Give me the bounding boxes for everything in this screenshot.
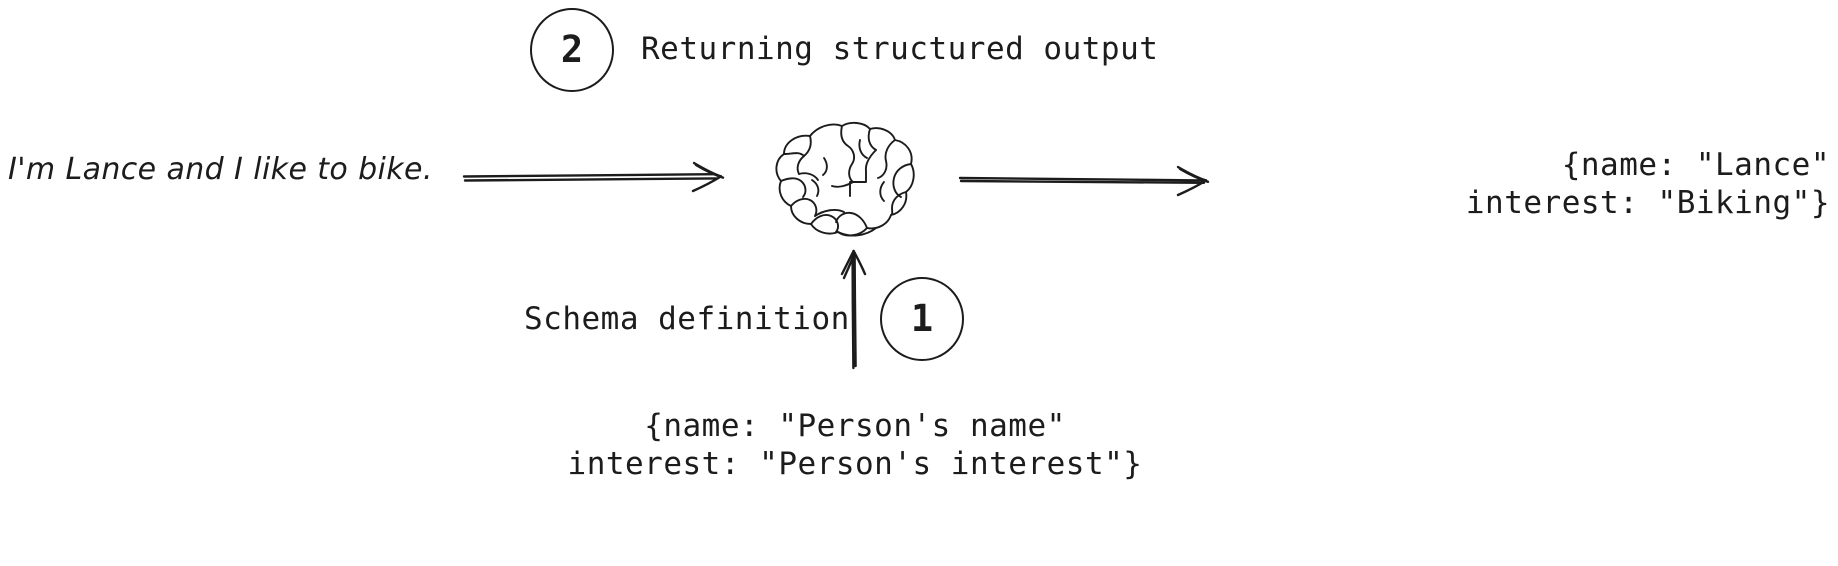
step-badge-1-number: 1 <box>910 296 934 340</box>
structured-output-line-2: interest: "Biking"} <box>1465 185 1830 221</box>
step-1-label: Schema definition <box>524 301 850 337</box>
step-2-label: Returning structured output <box>641 31 1159 67</box>
input-arrow <box>462 156 732 200</box>
step-badge-2: 2 <box>530 8 614 92</box>
schema-arrow <box>836 248 876 370</box>
user-utterance-text: I'm Lance and I like to bike. <box>8 152 433 187</box>
step-badge-2-number: 2 <box>560 27 584 71</box>
schema-line-2: interest: "Person's interest"} <box>567 446 1143 482</box>
schema-text: {name: "Person's name" interest: "Person… <box>450 407 1260 483</box>
step-badge-1: 1 <box>880 277 964 361</box>
output-arrow <box>958 158 1216 202</box>
structured-output-line-1: {name: "Lance" <box>1561 147 1830 183</box>
schema-line-1: {name: "Person's name" <box>644 408 1066 444</box>
structured-output-text: {name: "Lance" interest: "Biking"} <box>1240 146 1830 222</box>
brain-icon <box>766 118 918 242</box>
